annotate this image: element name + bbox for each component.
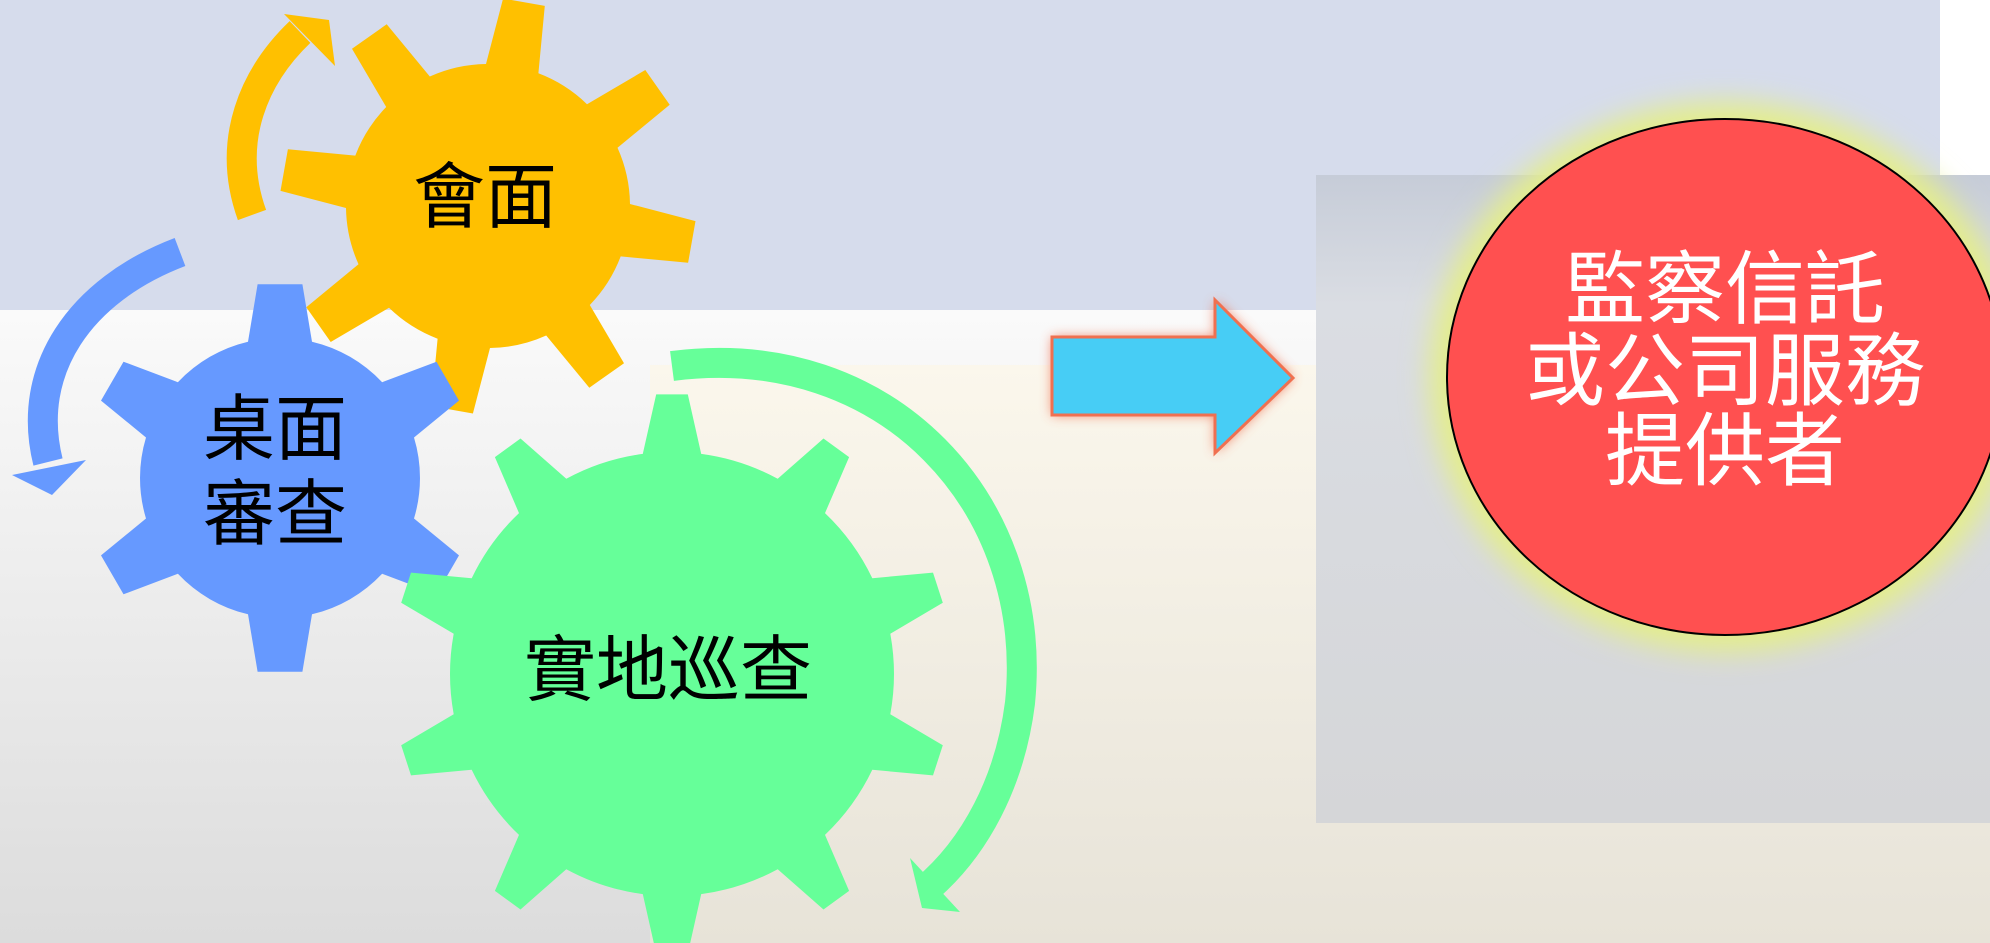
target-circle: 監察信託 或公司服務 提供者 bbox=[1430, 102, 1990, 652]
gear-desk-review-shape bbox=[101, 284, 459, 672]
curved-arrow-blue-head bbox=[12, 460, 86, 495]
target-line-2: 或公司服務 bbox=[1525, 325, 1925, 418]
gear-desk-review-label-line2: 審查 bbox=[203, 472, 347, 556]
target-line-1: 監察信託 bbox=[1565, 243, 1885, 336]
curved-arrow-orange-head bbox=[284, 14, 335, 66]
gear-meeting: 會面 bbox=[280, 0, 696, 414]
right-arrow-body bbox=[1050, 296, 1296, 457]
target-line-3: 提供者 bbox=[1605, 405, 1845, 498]
gear-site-inspection-shape bbox=[401, 394, 943, 943]
gear-meeting-shape bbox=[280, 0, 696, 414]
right-arrow bbox=[1050, 296, 1296, 457]
gear-meeting-label: 會面 bbox=[413, 155, 557, 239]
curved-arrow-green-head bbox=[910, 858, 960, 912]
gear-site-inspection-label: 實地巡查 bbox=[524, 628, 812, 712]
curved-arrow-green bbox=[670, 347, 1037, 902]
gear-desk-review: 桌面 審查 bbox=[101, 284, 459, 672]
curved-arrow-blue bbox=[27, 237, 186, 466]
curved-arrow-orange bbox=[226, 21, 311, 221]
target-circle-shape bbox=[1446, 118, 1990, 636]
gear-site-inspection: 實地巡查 bbox=[401, 394, 943, 943]
gear-desk-review-label-line1: 桌面 bbox=[203, 387, 347, 471]
